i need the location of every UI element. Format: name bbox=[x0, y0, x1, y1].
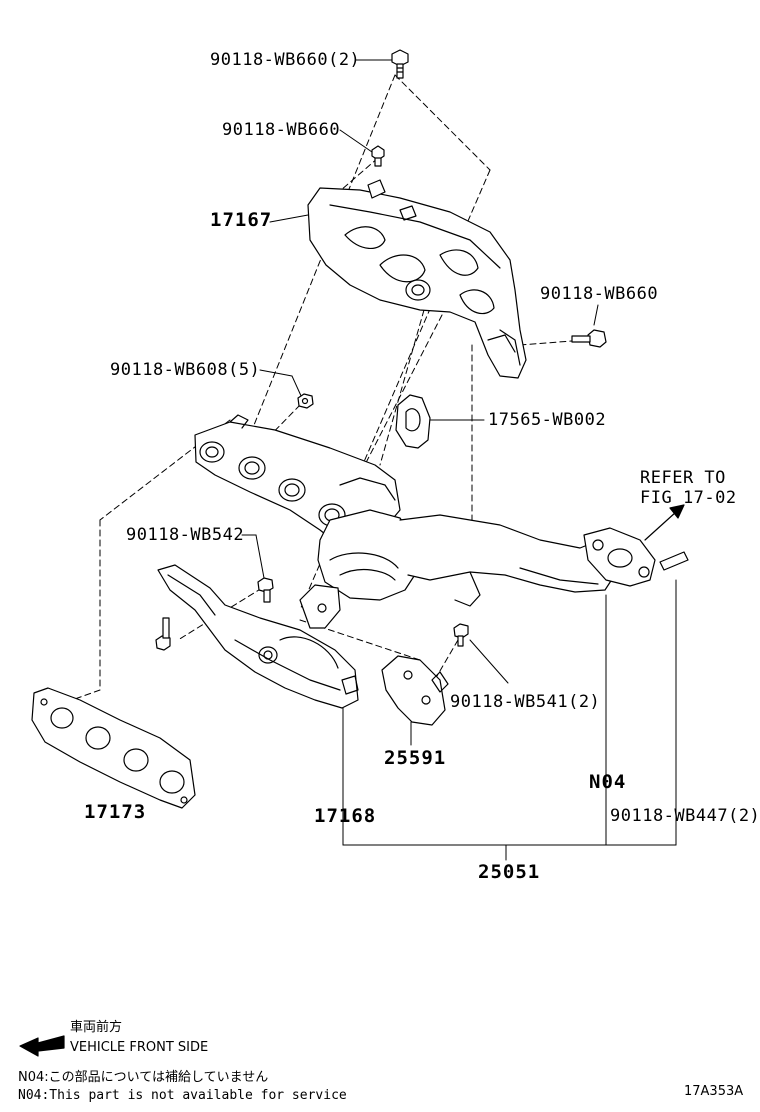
front-side-label-en: VEHICLE FRONT SIDE bbox=[70, 1040, 209, 1055]
label-bolt-top-2: 90118-WB660(2) bbox=[210, 50, 361, 70]
bolt-lower-left bbox=[155, 617, 171, 651]
label-nut-5: 90118-WB608(5) bbox=[110, 360, 261, 380]
bolt-90118-wb660-right bbox=[571, 329, 607, 348]
label-n04: N04 bbox=[589, 771, 627, 793]
label-refer-line2: FIG 17-02 bbox=[640, 488, 737, 508]
bracket-25591 bbox=[381, 655, 449, 726]
label-manifold-assy: 25051 bbox=[478, 861, 541, 883]
heat-insulator-17167 bbox=[307, 179, 527, 379]
label-refer-line1: REFER TO bbox=[640, 468, 726, 488]
bolt-90118-wb660-upper bbox=[371, 145, 385, 167]
label-bolt-wb542: 90118-WB542 bbox=[126, 525, 245, 545]
label-bolt-right: 90118-WB660 bbox=[540, 284, 659, 304]
support-17565 bbox=[395, 394, 431, 449]
nut-90118-wb608 bbox=[297, 393, 314, 409]
bolt-90118-wb541 bbox=[453, 623, 469, 647]
note-en: N04:This part is not available for servi… bbox=[18, 1088, 347, 1103]
refer-arrow bbox=[644, 504, 685, 541]
label-bolt-wb447: 90118-WB447(2) bbox=[610, 806, 760, 826]
label-bolt-wb541: 90118-WB541(2) bbox=[450, 692, 601, 712]
note-jp: N04:この部品については補給していません bbox=[18, 1070, 269, 1085]
front-side-label-jp: 車両前方 bbox=[70, 1020, 123, 1035]
leader-lines bbox=[241, 59, 677, 861]
label-bolt-upper: 90118-WB660 bbox=[222, 120, 341, 140]
label-heat-insulator-upper: 17167 bbox=[210, 209, 273, 231]
bolt-90118-wb660-top bbox=[391, 49, 409, 79]
figure-id: 17A353A bbox=[684, 1084, 744, 1099]
label-support: 17565-WB002 bbox=[488, 410, 607, 430]
gasket-17173 bbox=[31, 687, 196, 809]
label-heat-insulator-lower: 17168 bbox=[314, 805, 377, 827]
bolt-90118-wb542 bbox=[257, 577, 274, 603]
exhaust-manifold bbox=[194, 414, 689, 629]
label-bracket: 25591 bbox=[384, 747, 447, 769]
heat-insulator-17168 bbox=[157, 564, 359, 709]
label-gasket: 17173 bbox=[84, 801, 147, 823]
vehicle-front-arrow-icon bbox=[19, 1035, 65, 1057]
